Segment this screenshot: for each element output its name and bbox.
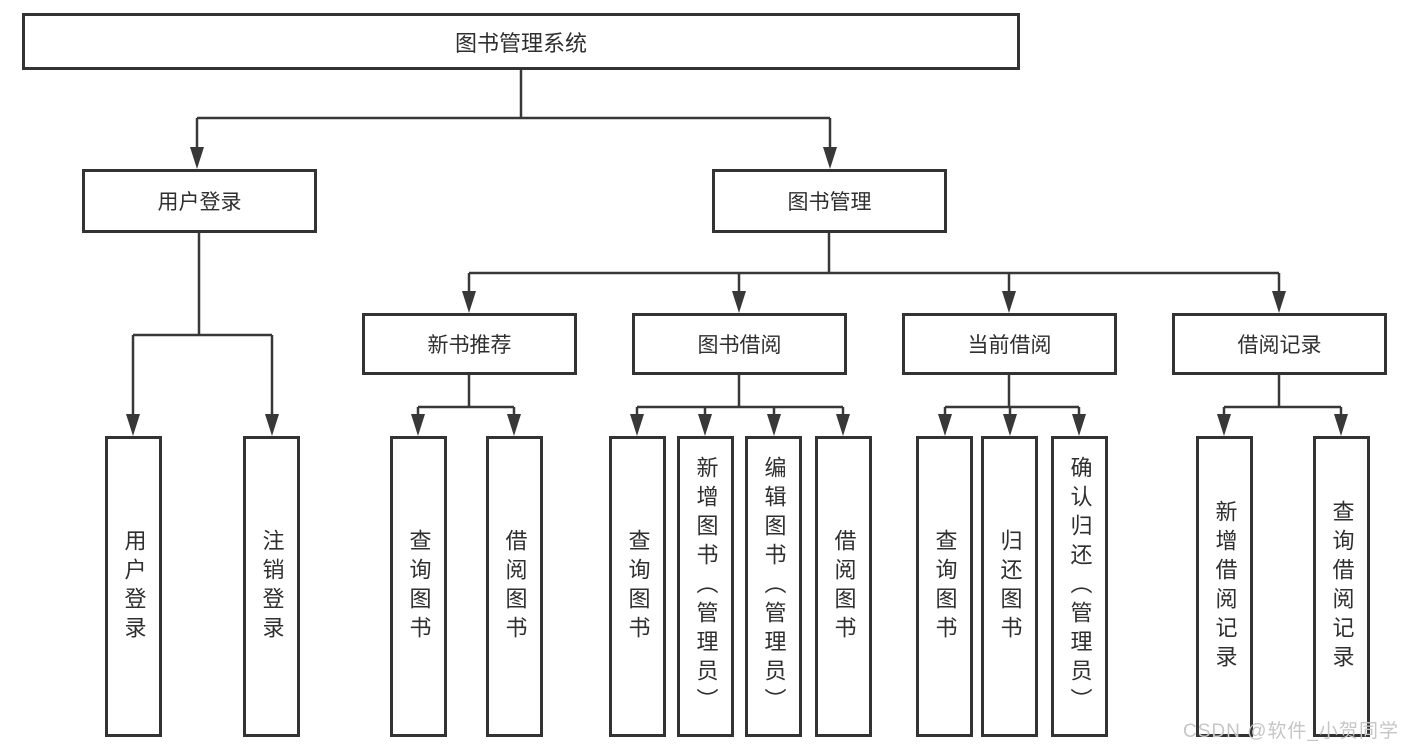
leaf-borrow-books-recommend: 借阅图书 — [486, 436, 543, 737]
node-label: 图书管理 — [787, 191, 872, 214]
leaf-logout: 注销登录 — [243, 436, 300, 737]
arrowhead-icon — [1072, 414, 1086, 436]
leaf-label: 确认归还（管理员） — [1067, 456, 1093, 717]
arrowhead-icon — [1272, 291, 1286, 313]
arrowhead-icon — [265, 414, 279, 436]
csdn-watermark: CSDN @软件_小贺同学 — [1183, 721, 1399, 742]
leaf-query-books-current: 查询图书 — [916, 436, 973, 737]
leaf-label: 新增图书（管理员） — [693, 456, 719, 717]
leaf-label: 查询图书 — [406, 528, 432, 645]
node-label: 图书借阅 — [697, 334, 782, 357]
leaf-query-borrow-record: 查询借阅记录 — [1313, 436, 1370, 737]
connector-new-book-children — [411, 375, 521, 436]
arrowhead-icon — [630, 414, 644, 436]
connector-user-login-children — [126, 233, 279, 436]
leaf-label: 借阅图书 — [502, 528, 528, 645]
leaf-add-books-admin: 新增图书（管理员） — [677, 436, 734, 737]
arrowhead-icon — [462, 291, 476, 313]
connector-current-borrow-children — [938, 375, 1086, 436]
leaf-label: 编辑图书（管理员） — [761, 456, 787, 717]
node-root-system: 图书管理系统 — [22, 13, 1020, 70]
arrowhead-icon — [732, 291, 746, 313]
node-label: 图书管理系统 — [454, 30, 587, 56]
arrowhead-icon — [823, 147, 837, 169]
node-user-login: 用户登录 — [82, 169, 317, 233]
arrowhead-icon — [126, 414, 140, 436]
arrowhead-icon — [507, 414, 521, 436]
connector-borrow-records-children — [1217, 375, 1348, 436]
leaf-label: 注销登录 — [259, 528, 285, 645]
leaf-label: 查询借阅记录 — [1329, 499, 1355, 674]
arrowhead-icon — [1003, 414, 1017, 436]
arrowhead-icon — [836, 414, 850, 436]
leaf-return-books: 归还图书 — [981, 436, 1038, 737]
node-new-book-recommend: 新书推荐 — [362, 313, 577, 375]
arrowhead-icon — [698, 414, 712, 436]
leaf-user-login: 用户登录 — [105, 436, 162, 737]
node-label: 用户登录 — [157, 191, 242, 214]
arrowhead-icon — [411, 414, 425, 436]
arrowhead-icon — [1334, 414, 1348, 436]
leaf-query-books-borrow: 查询图书 — [609, 436, 666, 737]
leaf-borrow-books: 借阅图书 — [815, 436, 872, 737]
arrowhead-icon — [1217, 414, 1231, 436]
arrowhead-icon — [767, 414, 781, 436]
leaf-add-borrow-record: 新增借阅记录 — [1196, 436, 1253, 737]
leaf-label: 新增借阅记录 — [1212, 499, 1238, 674]
leaf-label: 借阅图书 — [831, 528, 857, 645]
arrowhead-icon — [1002, 291, 1016, 313]
leaf-edit-books-admin: 编辑图书（管理员） — [745, 436, 802, 737]
node-label: 新书推荐 — [427, 334, 512, 357]
connector-book-borrow-children — [630, 375, 850, 436]
node-borrow-records: 借阅记录 — [1172, 313, 1387, 375]
arrowhead-icon — [938, 414, 952, 436]
node-book-borrow: 图书借阅 — [632, 313, 847, 375]
leaf-label: 用户登录 — [121, 528, 147, 645]
node-label: 借阅记录 — [1237, 334, 1322, 357]
node-book-management: 图书管理 — [712, 169, 947, 233]
leaf-confirm-return-admin: 确认归还（管理员） — [1051, 436, 1108, 737]
node-label: 当前借阅 — [967, 334, 1052, 357]
leaf-label: 查询图书 — [932, 528, 958, 645]
leaf-label: 查询图书 — [625, 528, 651, 645]
leaf-label: 归还图书 — [997, 528, 1023, 645]
node-current-borrow: 当前借阅 — [902, 313, 1117, 375]
arrowhead-icon — [190, 147, 204, 169]
connector-root-to-level2 — [190, 69, 837, 169]
leaf-query-books-recommend: 查询图书 — [390, 436, 447, 737]
connector-book-management-children — [462, 233, 1286, 313]
